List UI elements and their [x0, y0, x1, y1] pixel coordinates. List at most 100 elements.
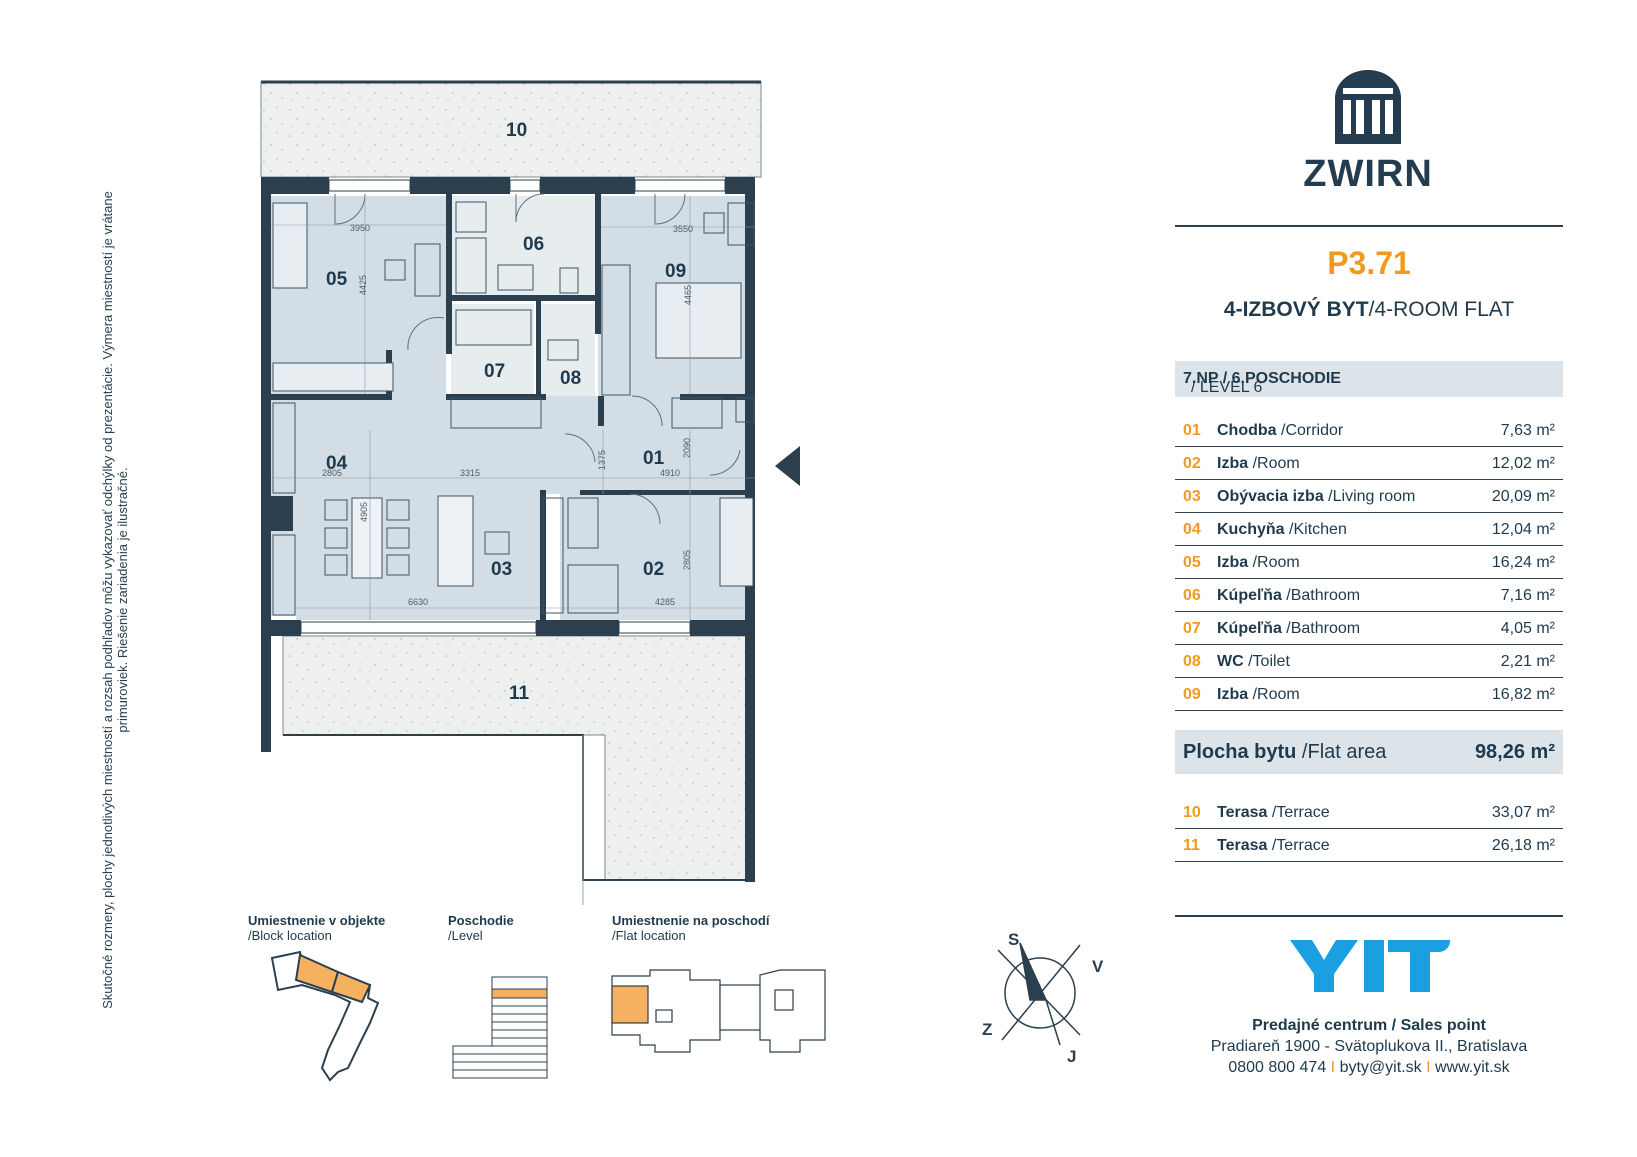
level-bold: 7.NP / 6.POSCHODIE	[1183, 370, 1341, 387]
compass-s: S	[1008, 930, 1019, 949]
dim-text: 2805	[682, 550, 692, 570]
divider	[1175, 915, 1563, 917]
total-value: 98,26 m²	[1474, 741, 1555, 763]
total-label: Plocha bytu /Flat area	[1183, 741, 1386, 764]
room-name-sk: Kuchyňa	[1217, 521, 1285, 538]
dim-text: 2090	[682, 438, 692, 458]
dim-text: 1375	[597, 450, 607, 470]
level-bar: 7.NP / 6.POSCHODIE / LEVEL 6	[1175, 361, 1563, 397]
level-text: 7.NP / 6.POSCHODIE / LEVEL 6	[1183, 370, 1341, 396]
sales-email[interactable]: byty@yit.sk	[1339, 1059, 1422, 1076]
room-name: Kúpeľňa /Bathroom	[1217, 620, 1360, 638]
room-name-sk: Terasa	[1217, 837, 1268, 854]
room-name: Izba /Room	[1217, 554, 1300, 572]
dim-text: 3550	[673, 224, 693, 234]
room-area: 4,05 m²	[1500, 620, 1555, 637]
flat-locator-map	[611, 969, 826, 1053]
sales-phone[interactable]: 0800 800 474	[1228, 1059, 1327, 1076]
caption-title: Umiestnenie na poschodí	[612, 913, 770, 928]
entrance-arrow-icon	[775, 446, 800, 486]
flat-area-total: Plocha bytu /Flat area 98,26 m²	[1175, 730, 1563, 774]
room-num: 08	[1183, 653, 1201, 670]
room-name-en: /Bathroom	[1281, 587, 1361, 604]
room-num: 06	[1183, 587, 1201, 604]
room-name: Kuchyňa /Kitchen	[1217, 521, 1347, 539]
label-room-08: 08	[560, 368, 581, 389]
windows	[300, 179, 726, 634]
compass-z: Z	[982, 1020, 992, 1039]
sales-web[interactable]: www.yit.sk	[1434, 1059, 1510, 1076]
room-name-en: /Corridor	[1276, 422, 1344, 439]
room-name-sk: Chodba	[1217, 422, 1277, 439]
dim-text: 4905	[359, 502, 369, 522]
room-08	[540, 304, 595, 396]
room-name-sk: Izba	[1217, 455, 1249, 472]
room-num: 05	[1183, 554, 1201, 571]
zwirn-logo: ZWIRN	[1238, 70, 1498, 196]
yit-logo	[1290, 940, 1450, 992]
label-room-04: 04	[326, 453, 348, 474]
level-locator-map	[452, 976, 548, 1079]
room-name-en: /Room	[1248, 554, 1300, 571]
flat-type-bold: 4-IZBOVÝ BYT	[1223, 298, 1369, 321]
room-area: 12,04 m²	[1491, 521, 1555, 538]
room-num: 02	[1183, 455, 1201, 472]
room-name-sk: Kúpeľňa	[1217, 587, 1282, 604]
sales-info: Predajné centrum / Sales point Pradiareň…	[1175, 1015, 1563, 1078]
room-area: 16,24 m²	[1491, 554, 1555, 571]
room-row: 04 Kuchyňa /Kitchen 12,04 m²	[1175, 513, 1563, 546]
dim-text: 3315	[460, 468, 480, 478]
separator: I	[1330, 1059, 1336, 1076]
room-name: Obývacia izba /Living room	[1217, 488, 1415, 506]
room-area: 26,18 m²	[1491, 837, 1555, 854]
total-label-rest: /Flat area	[1296, 741, 1387, 763]
room-num: 04	[1183, 521, 1201, 538]
label-room-09: 09	[665, 261, 686, 282]
dim-text: 3950	[350, 223, 370, 233]
compass-j: J	[1067, 1047, 1076, 1066]
caption-sub: /Flat location	[612, 928, 686, 943]
room-name-sk: Izba	[1217, 686, 1249, 703]
room-name-en: /Terrace	[1267, 837, 1330, 854]
room-name-sk: WC	[1217, 653, 1244, 670]
dim-text: 6630	[408, 597, 428, 607]
sales-title: Predajné centrum / Sales point	[1252, 1017, 1486, 1034]
label-room-01: 01	[643, 448, 665, 469]
room-area: 7,63 m²	[1500, 422, 1555, 439]
room-name-en: /Bathroom	[1281, 620, 1361, 637]
dim-text: 4465	[683, 285, 693, 305]
room-num: 10	[1183, 804, 1201, 821]
dim-text: 4425	[358, 275, 368, 295]
brand-name: ZWIRN	[1303, 153, 1433, 195]
caption-sub: /Block location	[248, 928, 332, 943]
sales-address: Pradiareň 1900 - Svätoplukova II., Brati…	[1210, 1038, 1528, 1055]
compass-v: V	[1092, 957, 1104, 976]
room-num: 07	[1183, 620, 1201, 637]
separator: I	[1426, 1059, 1431, 1076]
room-name: WC /Toilet	[1217, 653, 1290, 671]
furniture	[272, 201, 755, 616]
block-locator-map	[270, 950, 380, 1082]
floor-plan: 10 05 06 09 07 08 04 01 03 02 11 3950 44…	[260, 80, 1104, 1082]
room-06	[451, 196, 595, 296]
flat-locator-caption: Umiestnenie na poschodí /Flat location	[612, 913, 769, 943]
label-room-06: 06	[523, 234, 544, 255]
room-row: 07 Kúpeľňa /Bathroom 4,05 m²	[1175, 612, 1563, 645]
room-07	[451, 304, 534, 396]
dim-text: 4910	[660, 468, 680, 478]
room-name: Chodba /Corridor	[1217, 422, 1343, 440]
room-name: Terasa /Terrace	[1217, 837, 1330, 855]
room-name-en: /Terrace	[1267, 804, 1330, 821]
label-room-05: 05	[326, 269, 348, 290]
caption-title: Umiestnenie v objekte	[248, 913, 386, 928]
room-area: 20,09 m²	[1491, 488, 1555, 505]
divider	[1175, 225, 1563, 227]
